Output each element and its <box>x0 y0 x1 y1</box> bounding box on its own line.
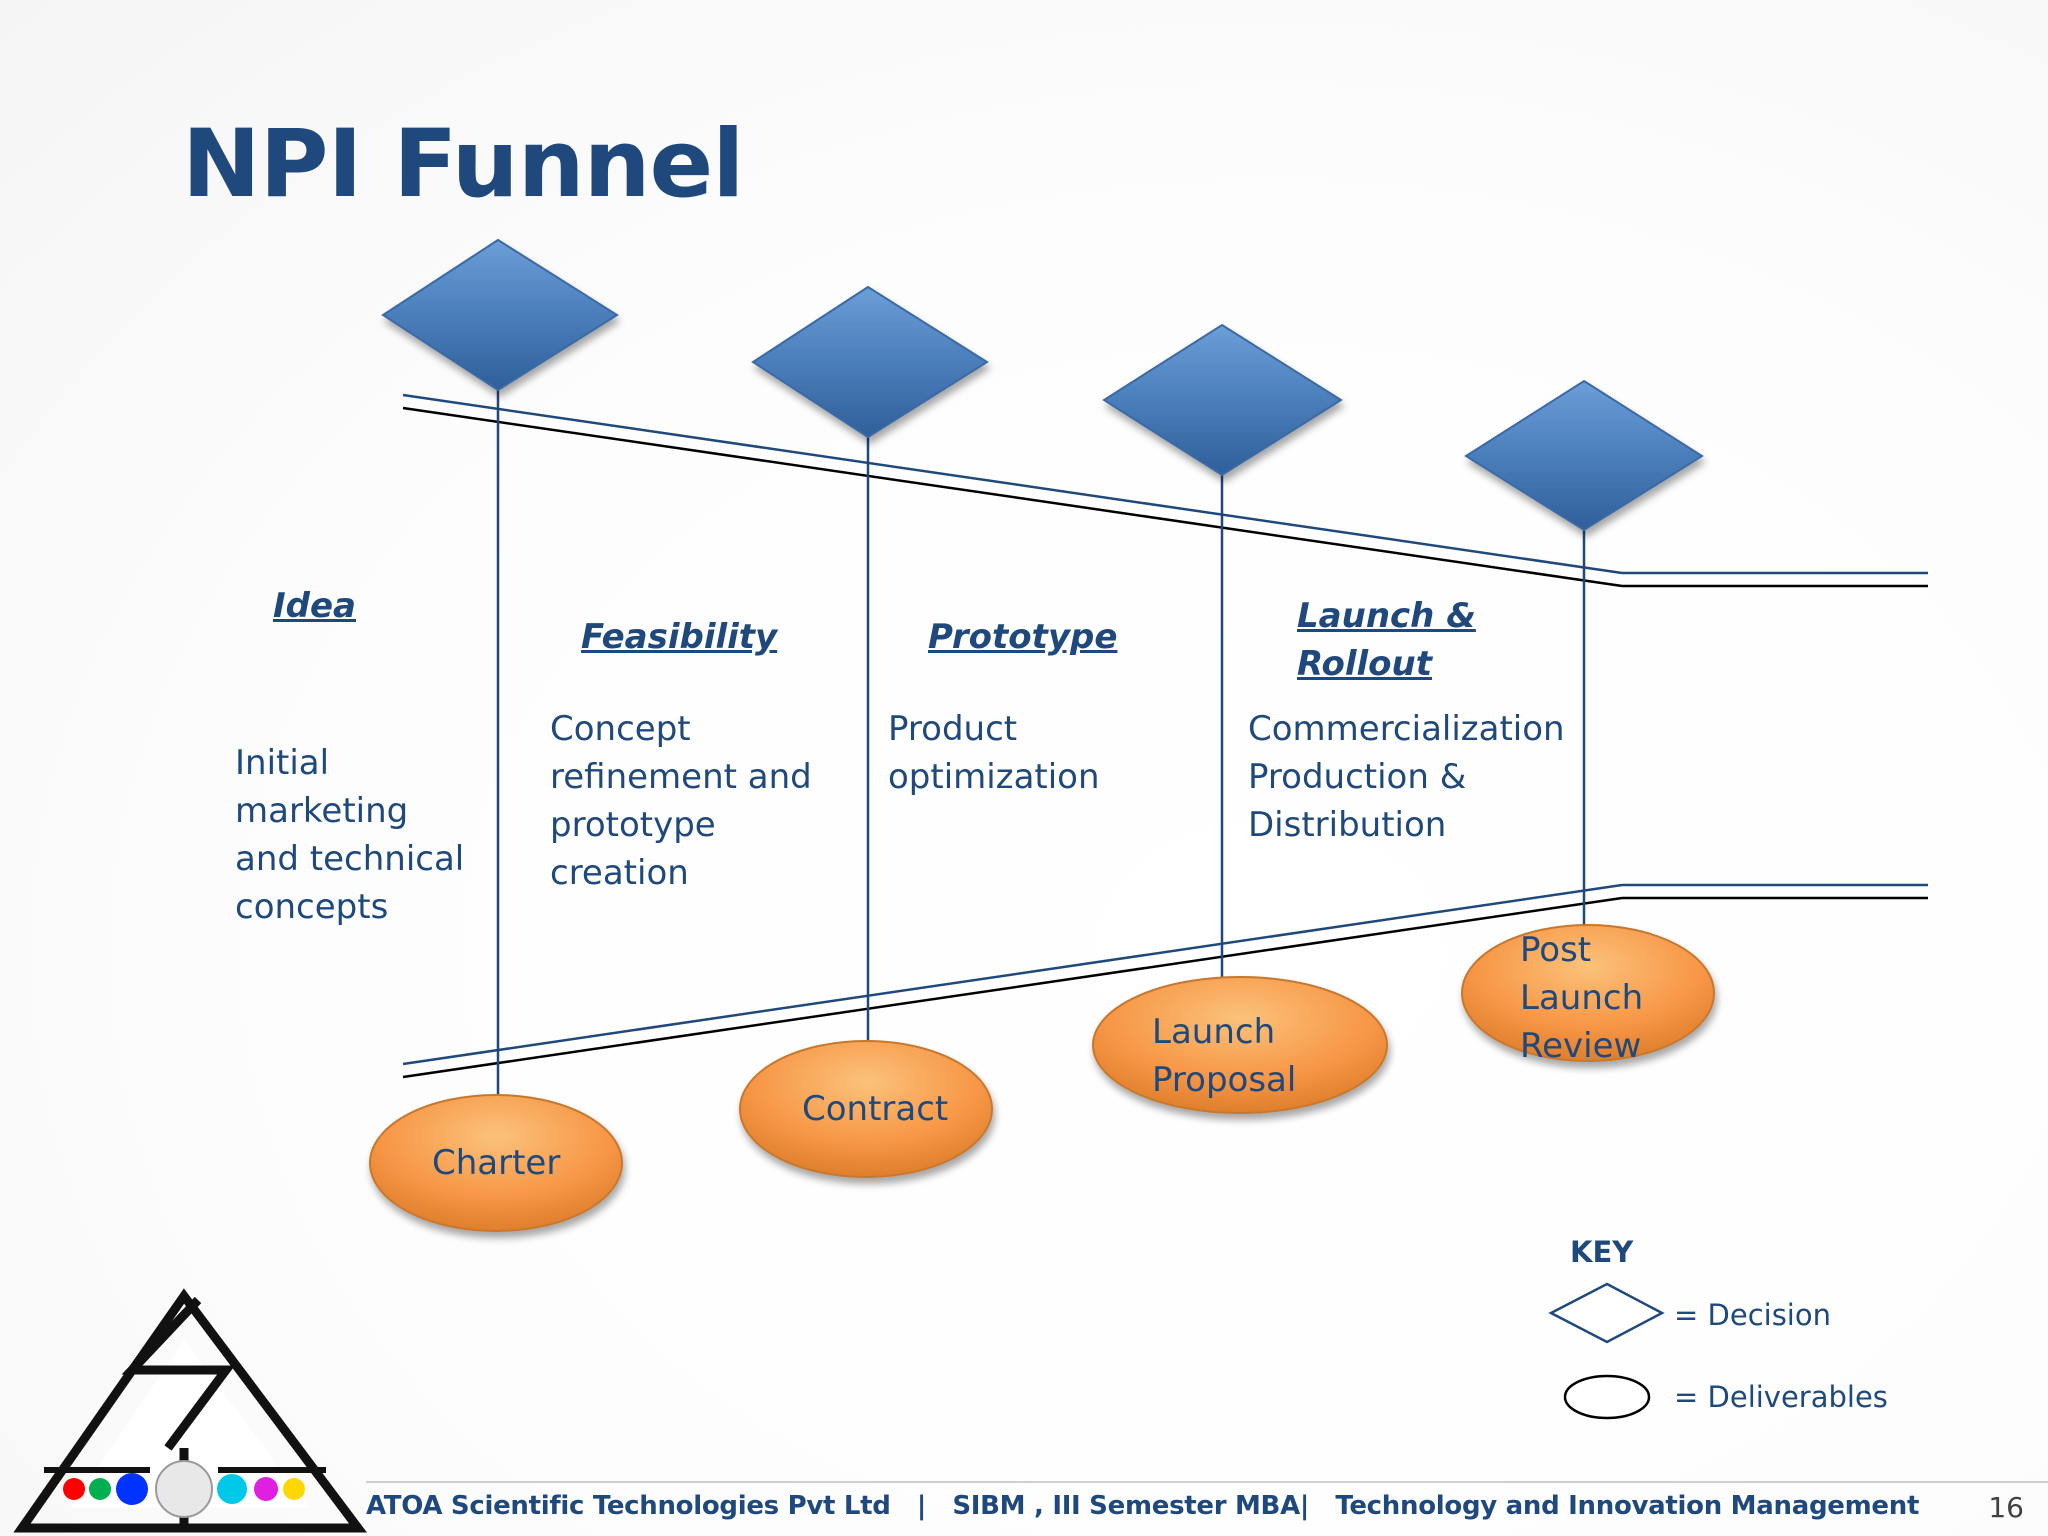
deliverable-label-launch-proposal: Launch Proposal <box>1152 1012 1297 1100</box>
key-deliverables-label: = Deliverables <box>1674 1380 1888 1414</box>
stage-description-feasibility: Concept refinement and prototype creatio… <box>550 709 812 893</box>
footer-program: SIBM , III Semester MBA| <box>952 1491 1310 1521</box>
deliverable-oval-launch-proposal <box>1092 976 1388 1114</box>
deliverable-oval-contract <box>739 1040 993 1178</box>
deliverable-oval-post-launch-review <box>1461 924 1715 1062</box>
deliverable-label-contract: Contract <box>802 1089 949 1129</box>
decision-diamond-3 <box>1102 323 1343 477</box>
stage-description-prototype: Product optimization <box>888 709 1100 797</box>
stage-description-launch-rollout: Commercialization Production & Distribut… <box>1248 709 1565 845</box>
stage-heading-prototype: Prototype <box>928 617 1118 657</box>
deliverable-label-post-launch-review: Post Launch Review <box>1520 930 1644 1066</box>
stage-heading-idea: Idea <box>273 586 356 626</box>
decision-diamond-4 <box>1464 379 1704 532</box>
slide-title: NPI Funnel <box>182 110 745 219</box>
gate-connectors <box>496 385 1586 1095</box>
deliverable-oval-charter <box>369 1094 623 1232</box>
stage-heading-feasibility: Feasibility <box>581 617 778 657</box>
decision-diamond-2 <box>751 285 989 439</box>
key-title: KEY <box>1570 1235 1634 1269</box>
key-deliverable-oval-icon <box>1563 1374 1651 1420</box>
footer-company: ATOA Scientific Technologies Pvt Ltd <box>366 1491 891 1521</box>
decision-diamond-1 <box>381 238 619 392</box>
footer-separator: | <box>916 1491 927 1521</box>
page-number: 16 <box>1988 1491 2024 1524</box>
stage-description-idea: Initial marketing and technical concepts <box>235 743 465 927</box>
footer: ATOA Scientific Technologies Pvt Ltd | S… <box>366 1491 2006 1531</box>
funnel-bottom-boundary <box>402 883 1928 1079</box>
stage-heading-launch-rollout: Launch & Rollout <box>1297 596 1476 684</box>
funnel-top-boundary <box>402 393 1928 588</box>
key-decision-label: = Decision <box>1674 1298 1831 1332</box>
footer-course: Technology and Innovation Management <box>1335 1491 1920 1521</box>
deliverable-label-charter: Charter <box>432 1143 561 1183</box>
key-decision-diamond-icon <box>1548 1282 1665 1344</box>
company-logo <box>13 1288 367 1533</box>
